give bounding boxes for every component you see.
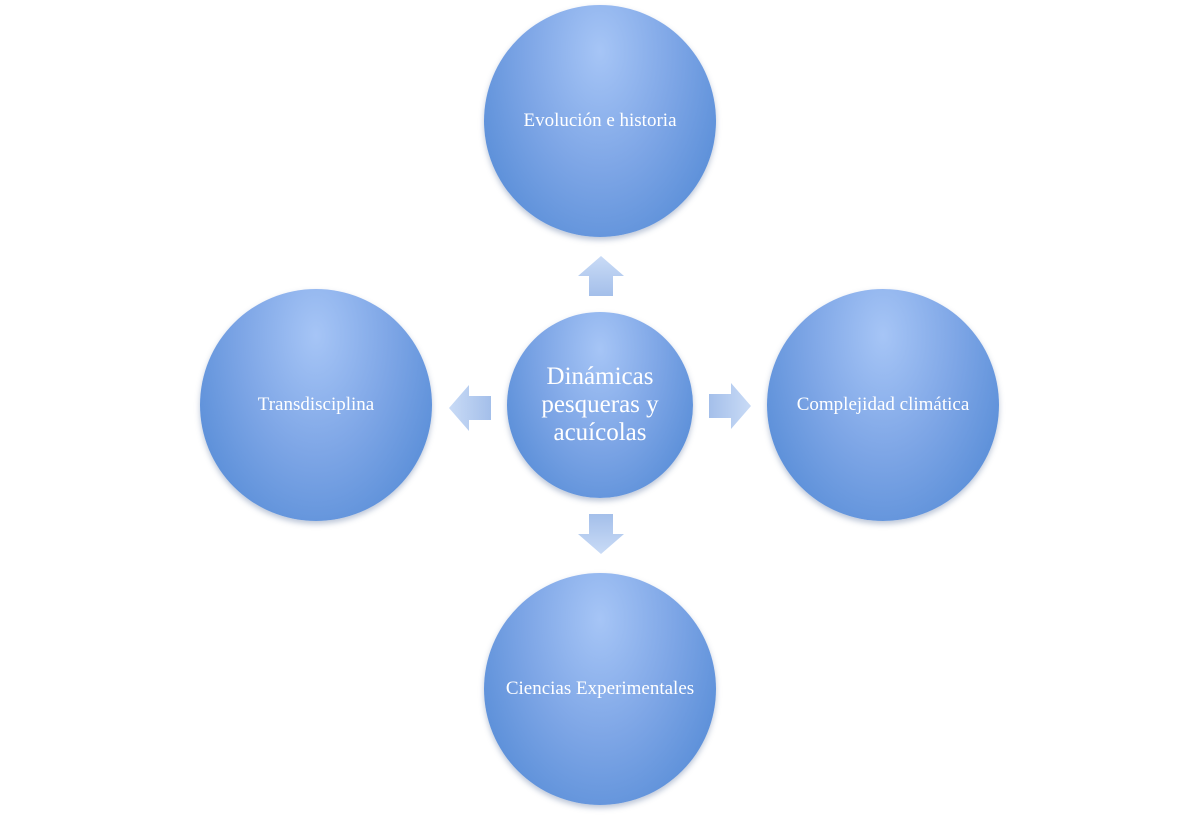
arrow-up-icon xyxy=(578,256,624,296)
node-complejidad-climatica: Complejidad climática xyxy=(767,289,999,521)
node-label: Ciencias Experimentales xyxy=(505,678,695,699)
node-evolucion-historia: Evolución e historia xyxy=(484,5,716,237)
node-label: Evolución e historia xyxy=(523,110,677,131)
node-ciencias-experimentales: Ciencias Experimentales xyxy=(484,573,716,805)
center-label: Dinámicas pesqueras y acuícolas xyxy=(541,363,659,446)
node-transdisciplina: Transdisciplina xyxy=(200,289,432,521)
arrow-down-icon xyxy=(578,514,624,554)
node-label: Complejidad climática xyxy=(796,394,970,415)
node-center-dinamicas: Dinámicas pesqueras y acuícolas xyxy=(507,312,693,498)
arrow-right-icon xyxy=(709,383,751,429)
node-label: Transdisciplina xyxy=(257,394,375,415)
arrow-left-icon xyxy=(449,385,491,431)
